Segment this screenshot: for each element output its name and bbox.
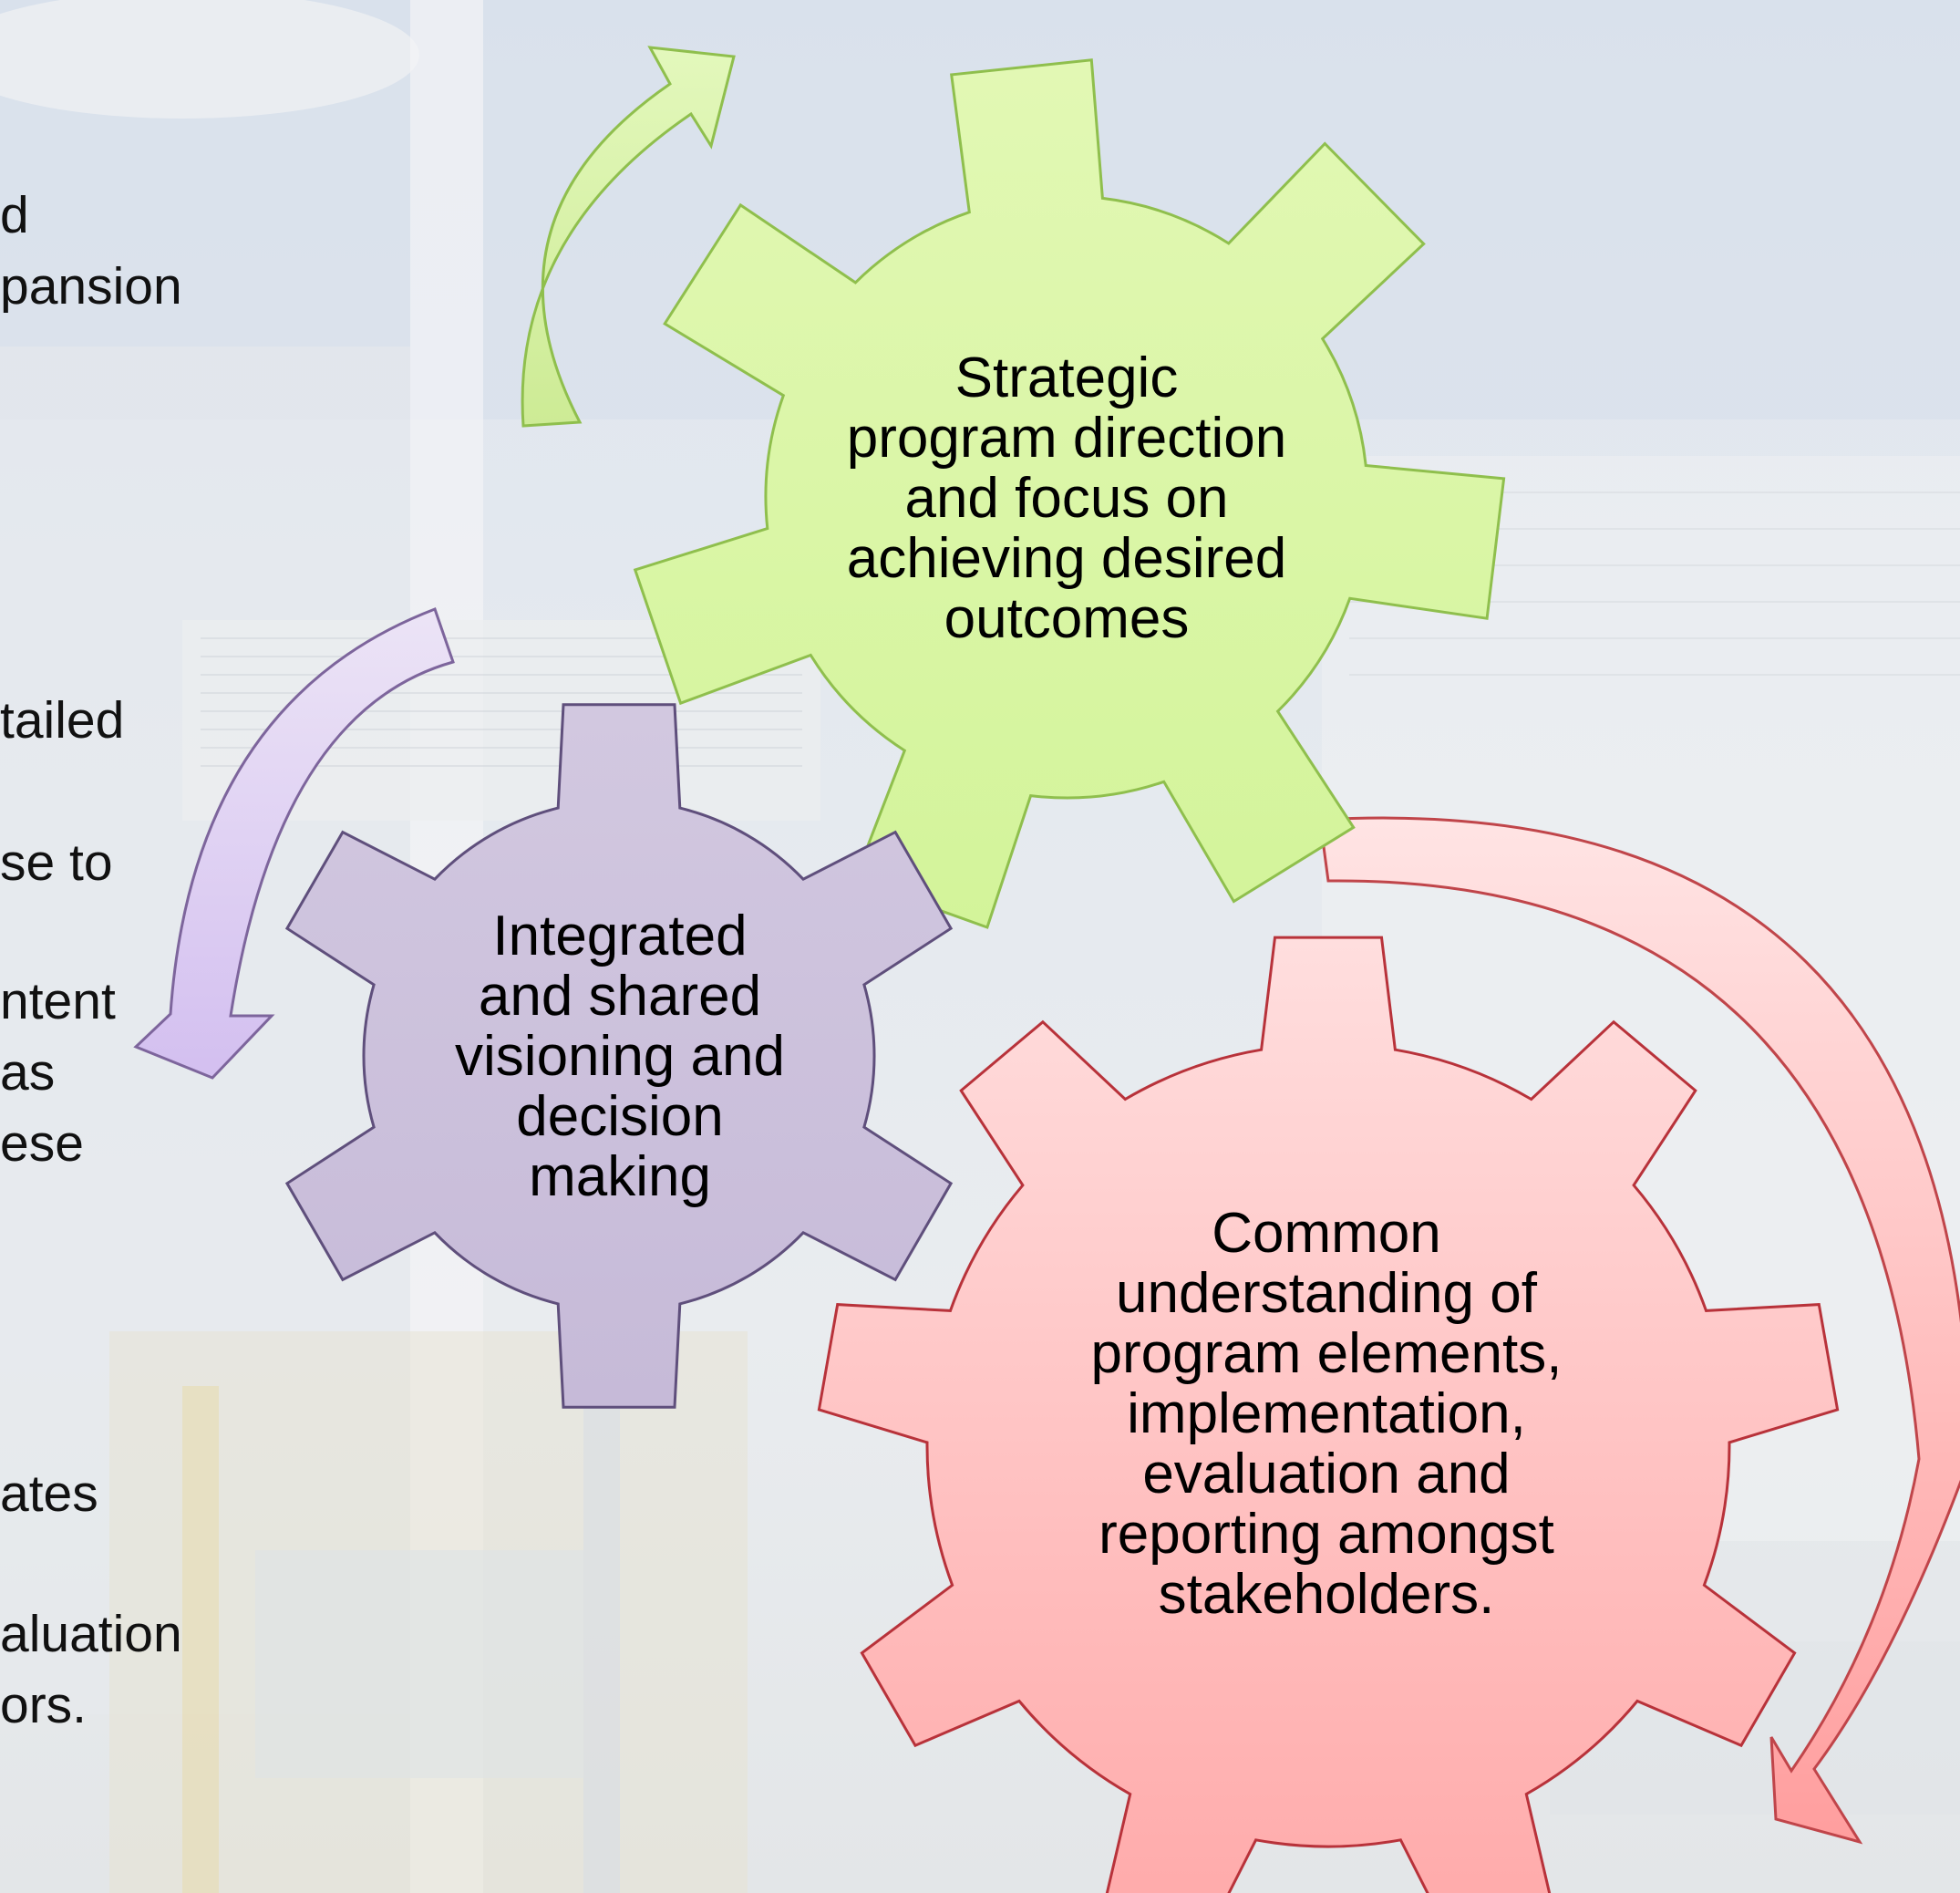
gear-red-line: evaluation and xyxy=(1142,1443,1511,1505)
cycle-arrow-purple-icon xyxy=(133,607,455,1080)
background-text-fragment: ese xyxy=(0,1114,84,1173)
background-text-fragment: tailed xyxy=(0,691,125,750)
gear-green-line: outcomes xyxy=(944,587,1190,650)
background-text-fragment: pansion xyxy=(0,257,182,316)
cycle-arrow-red-icon xyxy=(1318,816,1960,1845)
background-text-fragment: aluation xyxy=(0,1605,182,1663)
gear-green-icon xyxy=(633,58,1506,929)
background-text-fragment: ors. xyxy=(0,1676,88,1734)
gear-purple-line: making xyxy=(529,1145,711,1208)
gear-green-line: Strategic xyxy=(954,347,1179,409)
gear-red-line: implementation, xyxy=(1127,1382,1526,1445)
gear-red-line: program elements, xyxy=(1090,1322,1563,1385)
gear-purple-line: and shared xyxy=(478,965,762,1028)
cycle-arrow-green-icon xyxy=(521,46,736,428)
gear-green-line: achieving desired xyxy=(846,527,1287,590)
gear-purple-line: decision xyxy=(516,1085,724,1148)
gear-red-line: stakeholders. xyxy=(1158,1563,1495,1626)
gear-purple-line: visioning and xyxy=(455,1025,785,1088)
gear-red-line: understanding of xyxy=(1116,1262,1537,1325)
gear-green-line: and focus on xyxy=(904,467,1229,530)
background-text-fragment: ntent xyxy=(0,972,116,1030)
gear-red-label: Common understanding of program elements… xyxy=(1048,1204,1604,1625)
gear-red-line: reporting amongst xyxy=(1099,1503,1554,1566)
gear-red-line: Common xyxy=(1212,1202,1441,1265)
gear-purple-icon xyxy=(284,703,954,1409)
background-text-fragment: ates xyxy=(0,1464,98,1523)
gear-red-icon xyxy=(817,936,1840,1893)
background-text-fragment: d xyxy=(0,186,29,244)
background-text-fragment: as xyxy=(0,1043,56,1102)
gear-purple-label: Integrated and shared visioning and deci… xyxy=(401,906,839,1207)
gear-green-line: program direction xyxy=(846,407,1287,470)
gear-green-label: Strategic program direction and focus on… xyxy=(820,348,1313,649)
gear-purple-line: Integrated xyxy=(492,905,748,967)
background-text-fragment: se to xyxy=(0,833,113,892)
